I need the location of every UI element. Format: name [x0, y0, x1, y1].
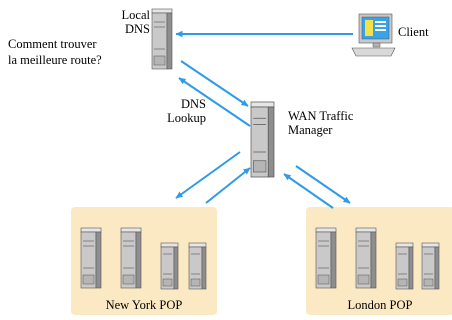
server-icon	[188, 242, 207, 290]
wan-manager-server-icon	[250, 101, 275, 178]
question-line1: Comment trouver	[8, 37, 97, 51]
server-icon	[395, 242, 414, 290]
server-icon	[80, 227, 102, 289]
server-icon	[120, 227, 142, 289]
question-line2: la meilleure route?	[8, 53, 102, 67]
local-dns-label-line2: DNS	[124, 22, 150, 36]
dns-lookup-line2: Lookup	[167, 111, 206, 125]
server-icon	[160, 242, 179, 290]
london-pop-label: London POP	[347, 298, 413, 312]
local-dns-label-line1: Local	[121, 8, 150, 22]
question-text: Comment trouver la meilleure route?	[8, 37, 102, 67]
wan-manager-line1: WAN Traffic	[288, 109, 354, 123]
wan-manager-line2: Manager	[288, 123, 333, 137]
dns-lookup-line1: DNS	[180, 97, 206, 111]
arrow-wan-manager-to-london	[295, 165, 351, 204]
new-york-pop-label: New York POP	[105, 298, 183, 312]
client-computer-icon	[351, 13, 396, 57]
arrow-wan-manager-to-new-york	[175, 151, 241, 199]
new-york-servers	[80, 227, 207, 290]
arrow-wan-manager-to-local-dns	[178, 77, 251, 127]
local-dns-server-icon	[151, 8, 173, 70]
server-icon	[355, 227, 377, 289]
wan-manager-label: WAN Traffic Manager	[288, 109, 353, 137]
client-label: Client	[398, 25, 429, 39]
arrow-london-to-wan-manager	[283, 173, 334, 209]
arrow-new-york-to-wan-manager	[205, 167, 251, 204]
server-icon	[421, 242, 440, 290]
server-icon	[315, 227, 337, 289]
arrows	[175, 30, 353, 209]
local-dns-label: Local DNS	[108, 8, 150, 36]
london-servers	[315, 227, 440, 290]
dns-lookup-label: DNS Lookup	[160, 97, 206, 125]
arrow-local-dns-to-wan-manager	[180, 60, 249, 107]
